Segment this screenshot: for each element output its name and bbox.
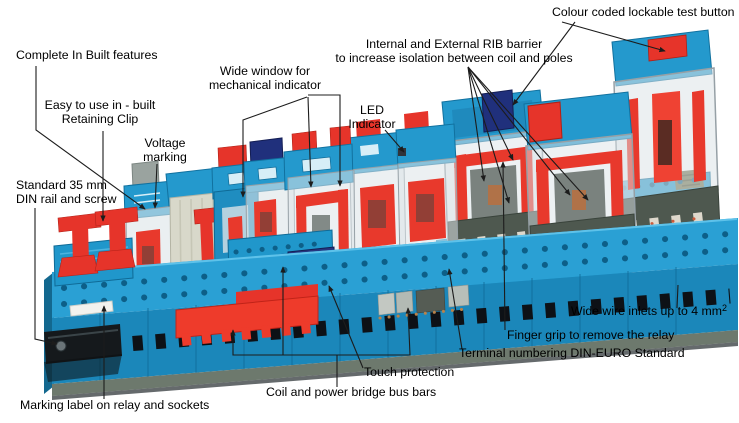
callout-finger-grip: Finger grip to remove the relay xyxy=(507,328,675,342)
callout-complete-features: Complete In Built features xyxy=(16,48,158,62)
red-test-button xyxy=(647,34,688,62)
leader-voltage-marking xyxy=(152,163,158,209)
leader-bus-bars-left xyxy=(230,329,337,356)
callout-touch-protection: Touch protection xyxy=(364,365,455,379)
leader-din-rail xyxy=(34,208,58,346)
navy-test-clip xyxy=(481,89,515,133)
socket-band xyxy=(44,218,738,400)
callout-din-rail: Standard 35 mm DIN rail and screw xyxy=(16,178,117,206)
mechanical-indicator-window xyxy=(301,156,332,173)
mechanical-indicator-window xyxy=(257,166,278,181)
leader-wire-inlets xyxy=(676,284,679,309)
din-rail-screw xyxy=(55,340,67,352)
leader-rib-4 xyxy=(467,66,571,196)
medium-relay-2 xyxy=(395,111,459,263)
callout-marking-label: Marking label on relay and sockets xyxy=(20,398,210,412)
red-test-clip xyxy=(527,101,563,143)
wire-inlets-superscript: 2 xyxy=(722,303,728,313)
leader-bus-bars-right xyxy=(337,307,411,356)
callout-wide-window: Wide window for mechanical indicator xyxy=(208,64,322,92)
leader-led-indicator xyxy=(384,129,405,153)
leader-rib-5 xyxy=(467,66,589,201)
callout-voltage-marking: Voltage marking xyxy=(143,136,187,164)
callout-terminal-numbering: Terminal numbering DIN-EURO Standard xyxy=(459,346,685,360)
retaining-clip-red-2 xyxy=(94,206,139,272)
leader-complete-features xyxy=(35,66,146,210)
leader-lines xyxy=(34,21,679,399)
leader-test-button-1 xyxy=(512,21,576,106)
leader-wide-window-2 xyxy=(307,96,314,188)
retaining-clip-red-1 xyxy=(57,212,102,278)
wire-inlets-text: Wide wire inlets up to 4 mm xyxy=(571,304,723,318)
leader-rib-1 xyxy=(467,66,486,182)
callout-wire-inlets: Wide wire inlets up to 4 mm2 xyxy=(571,303,727,319)
callout-led-indicator: LED Indicator xyxy=(348,103,396,131)
callout-test-button: Colour coded lockable test button xyxy=(552,5,735,19)
touch-protection-caps xyxy=(377,284,470,320)
leader-rib-2 xyxy=(467,66,510,204)
leader-wide-window-1 xyxy=(240,96,308,198)
leader-test-button-2 xyxy=(561,21,666,53)
medium-relay-1 xyxy=(347,119,407,269)
marking-label-strip xyxy=(69,300,114,317)
callout-rib-barrier: Internal and External RIB barrier to inc… xyxy=(335,37,573,65)
leader-finger-grip xyxy=(500,161,506,331)
leader-rib-3 xyxy=(467,66,514,161)
leader-touch-protection xyxy=(328,285,364,369)
leader-terminal-numbering xyxy=(447,268,463,350)
callout-bus-bars: Coil and power bridge bus bars xyxy=(266,385,437,399)
callout-retaining-clip: Easy to use in - built Retaining Clip xyxy=(44,98,156,126)
tall-relay xyxy=(611,29,721,245)
din-rail xyxy=(44,324,122,382)
leader-wide-window-3 xyxy=(308,94,343,187)
